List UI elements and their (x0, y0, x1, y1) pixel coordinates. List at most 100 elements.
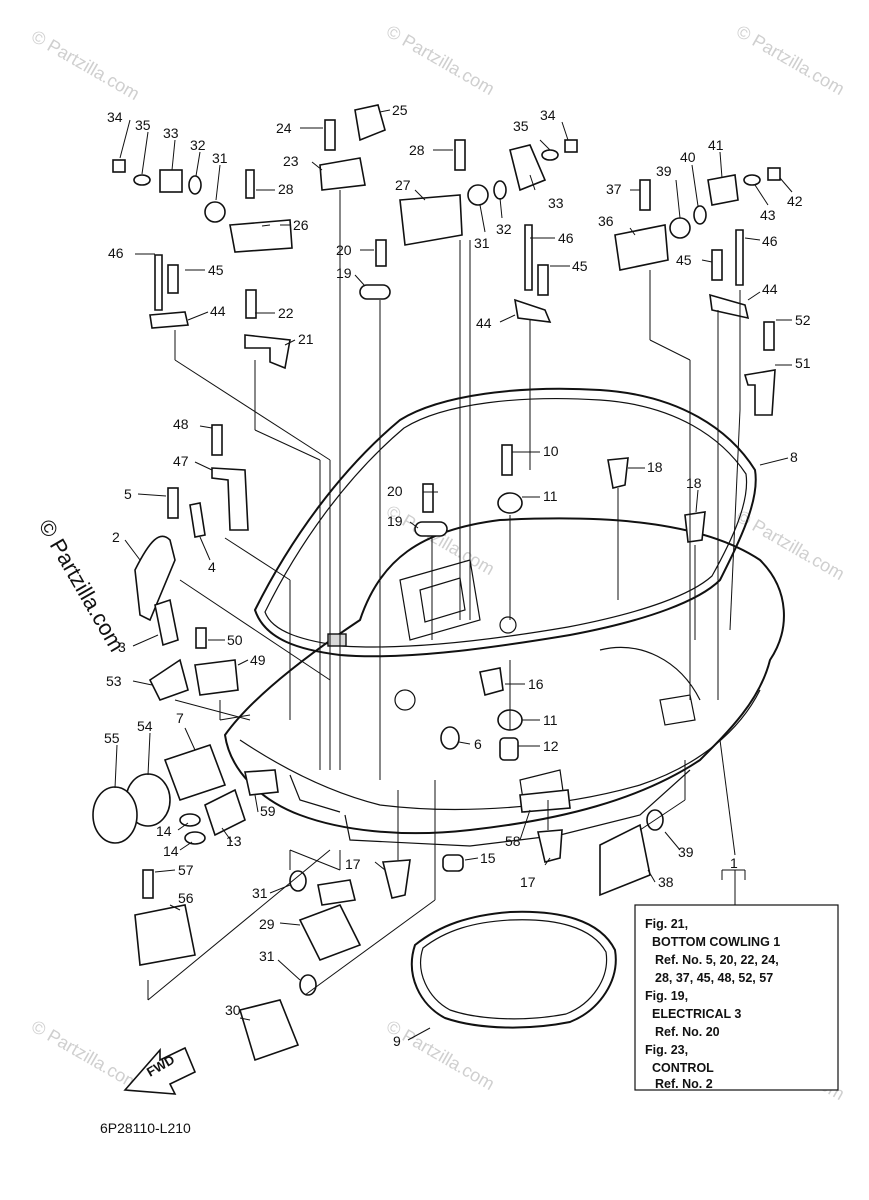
callout: 14 (163, 843, 179, 859)
ref-line: BOTTOM COWLING 1 (652, 935, 780, 949)
callout: 20 (336, 242, 352, 258)
grommet-32-left (188, 175, 202, 195)
callout: 5 (124, 486, 132, 502)
bracket-47 (211, 467, 249, 531)
callout: 18 (647, 459, 663, 475)
ref-line: Fig. 23, (645, 1043, 688, 1057)
callout: 25 (392, 102, 408, 118)
bracket-41 (707, 174, 739, 206)
callout: 59 (260, 803, 276, 819)
clip-25 (354, 104, 386, 142)
callout: 11 (543, 712, 558, 728)
grommet-31-lower2 (299, 974, 317, 996)
leader-lines (114, 109, 793, 1041)
ref-line: Ref. No. 20 (655, 1025, 720, 1039)
collar-12 (499, 737, 519, 761)
callout: 36 (598, 213, 614, 229)
callout: 35 (513, 118, 529, 134)
bolt-28-right (454, 139, 466, 171)
grommet-39-top (669, 217, 691, 239)
callout: 40 (680, 149, 696, 165)
callout: 6 (474, 736, 482, 752)
bracket-44-left (149, 311, 189, 329)
holder-56 (134, 904, 196, 966)
callout: 35 (135, 117, 151, 133)
callout: 34 (107, 109, 123, 125)
bracket-51 (743, 369, 776, 416)
callout: 51 (795, 355, 811, 371)
callout: 45 (572, 258, 588, 274)
bracket-23 (319, 157, 366, 191)
clip-14-top (179, 813, 201, 827)
watermark: © Partzilla.com (28, 1016, 143, 1094)
callout: 16 (528, 676, 544, 692)
bolt-48 (211, 424, 223, 456)
holder-26 (229, 219, 293, 253)
plug-18-right (684, 511, 706, 543)
bracket-44-right (709, 293, 750, 320)
part-3 (154, 598, 179, 647)
clip-4 (189, 502, 206, 538)
bracket-33-left (159, 169, 183, 193)
callout: 37 (606, 181, 622, 197)
callout: 46 (108, 245, 124, 261)
washer-35-right (541, 149, 559, 161)
cowling-seal (253, 387, 757, 658)
pin-50 (195, 627, 207, 649)
callout: 44 (476, 315, 492, 331)
ref-line: CONTROL (652, 1061, 714, 1075)
callout: 9 (393, 1033, 401, 1049)
reference-box: Fig. 21, BOTTOM COWLING 1 Ref. No. 5, 20… (634, 904, 839, 1091)
callout: 32 (496, 221, 512, 237)
bracket-38 (599, 823, 651, 897)
callout: 31 (212, 150, 228, 166)
ref-line: Fig. 19, (645, 989, 688, 1003)
callout: 1 (730, 855, 738, 871)
callout: 14 (156, 823, 172, 839)
grommet-7 (163, 743, 227, 802)
cap-19-mid (414, 521, 448, 537)
callout: 38 (658, 874, 674, 890)
callout: 17 (520, 874, 536, 890)
callout: 53 (106, 673, 122, 689)
callout: 20 (387, 483, 403, 499)
callout: 11 (543, 488, 558, 504)
callout: 10 (543, 443, 559, 459)
spring-46-left (154, 254, 163, 311)
bolt-20-top (375, 239, 387, 267)
callout: 13 (226, 833, 242, 849)
callout: 46 (762, 233, 778, 249)
fitting-16 (479, 667, 504, 696)
plug-6 (440, 726, 460, 750)
bracket-21 (244, 334, 291, 370)
bracket-30 (238, 999, 300, 1062)
bolt-52 (763, 321, 775, 351)
callout: 55 (104, 730, 120, 746)
callout: 28 (409, 142, 425, 158)
callout: 58 (505, 833, 521, 849)
spring-46-mid (524, 224, 533, 291)
callout: 23 (283, 153, 299, 169)
holder-27 (399, 194, 463, 246)
callout: 31 (252, 885, 268, 901)
callout: 33 (548, 195, 564, 211)
callout: 33 (163, 125, 179, 141)
callout: 15 (480, 850, 496, 866)
washer-43 (743, 174, 761, 186)
callout: 44 (210, 303, 226, 319)
callout: 47 (173, 453, 189, 469)
callout: 46 (558, 230, 574, 246)
plug-18-top (607, 457, 629, 489)
clip-53 (148, 658, 189, 701)
callout: 4 (208, 559, 216, 575)
callout: 3 (118, 639, 126, 655)
callout: 29 (259, 916, 275, 932)
small-parts: FWD (92, 104, 781, 1095)
watermark: © Partzilla.com (383, 1016, 498, 1094)
callout: 2 (112, 529, 120, 545)
ref-line: 28, 37, 45, 48, 52, 57 (655, 971, 773, 985)
callout: 45 (208, 262, 224, 278)
plug-17-left (381, 859, 411, 899)
callout: 27 (395, 177, 411, 193)
